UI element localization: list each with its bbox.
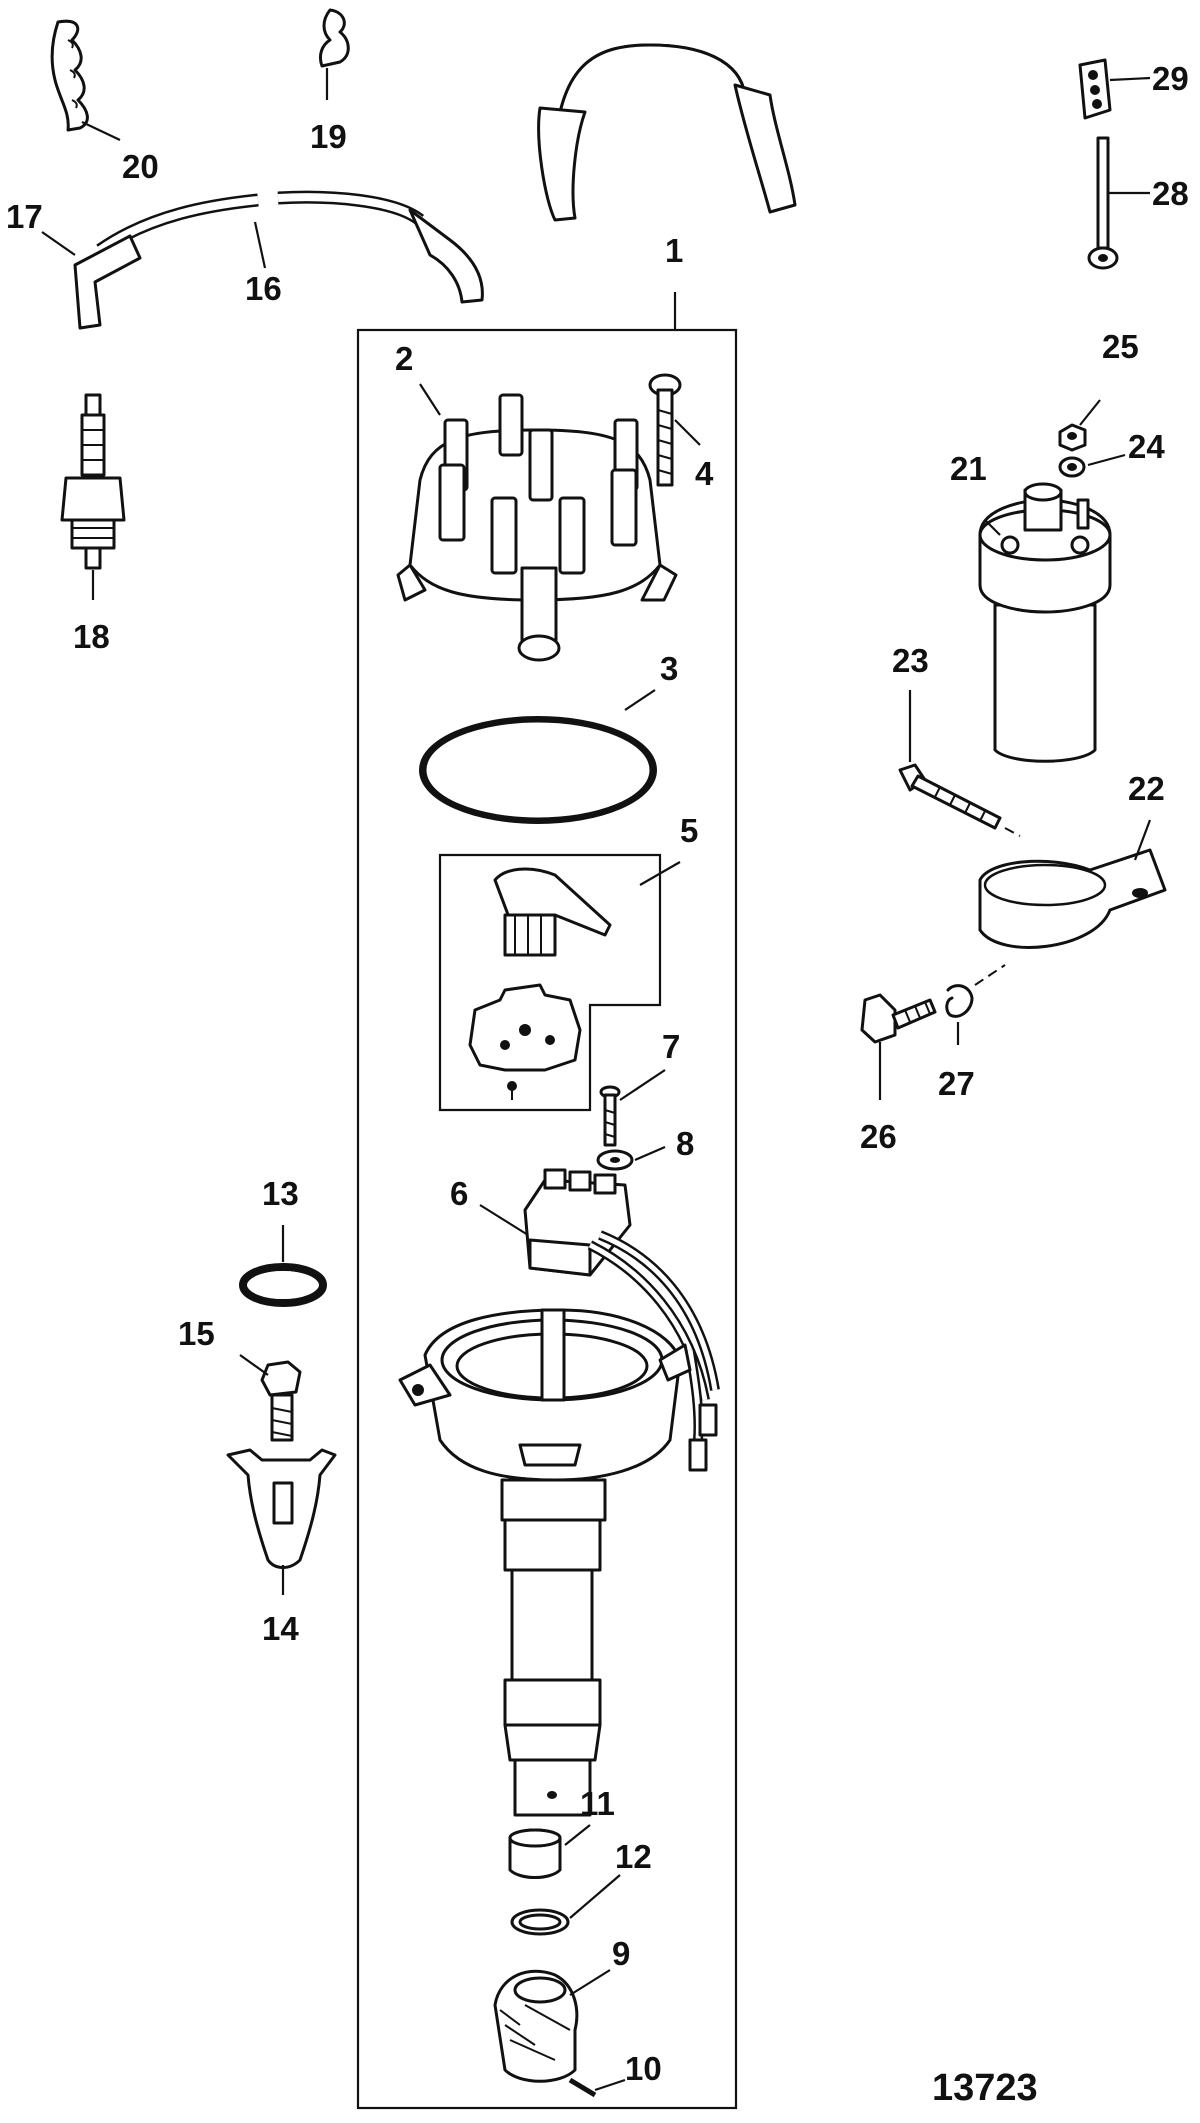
callout-14: 14 [262, 1610, 299, 1647]
callout-1: 1 [665, 232, 683, 269]
clip-29 [1078, 58, 1112, 120]
callout-11: 11 [580, 1785, 615, 1822]
nut-24 [1058, 456, 1086, 478]
lock-washer-27 [945, 984, 974, 1018]
callout-9: 9 [612, 1935, 630, 1972]
callout-28: 28 [1152, 175, 1189, 212]
coil-bracket-22 [978, 848, 1167, 949]
callout-4: 4 [695, 455, 714, 492]
figure-number: 13723 [932, 2067, 1038, 2109]
callout-5: 5 [680, 812, 698, 849]
bushing-11 [508, 1828, 562, 1879]
screw-7 [599, 1085, 621, 1147]
callout-20: 20 [122, 148, 159, 185]
hold-down-clamp-14 [226, 1448, 337, 1569]
clamp-bolt-15 [260, 1360, 302, 1442]
callout-22: 22 [1128, 770, 1165, 807]
spark-plug-wire [73, 190, 484, 330]
ignition-module-6 [523, 1168, 720, 1472]
wire-separator-19 [318, 8, 350, 68]
callout-25: 25 [1102, 328, 1139, 365]
distributor-cap-2 [396, 393, 678, 662]
ignition-coil-21 [978, 482, 1112, 763]
distributor-housing [398, 1308, 692, 1817]
callout-19: 19 [310, 118, 347, 155]
cap-screw-4 [648, 373, 682, 487]
drive-gear-9 [493, 1969, 579, 2083]
callout-26: 26 [860, 1118, 897, 1155]
callout-2: 2 [395, 340, 413, 377]
callout-15: 15 [178, 1315, 215, 1352]
callout-16: 16 [245, 270, 282, 307]
callout-13: 13 [262, 1175, 299, 1212]
callout-23: 23 [892, 642, 929, 679]
kit-frame-5 [438, 853, 662, 1112]
callout-7: 7 [662, 1028, 680, 1065]
wire-separator-20 [50, 19, 89, 132]
bolt-23 [898, 763, 1021, 837]
callout-18: 18 [73, 618, 110, 655]
callout-24: 24 [1128, 428, 1165, 465]
resistor-wire-28 [1087, 136, 1119, 270]
callout-27: 27 [938, 1065, 975, 1102]
callout-17: 17 [6, 198, 43, 235]
rotor-5 [493, 867, 612, 957]
callout-8: 8 [676, 1125, 694, 1162]
washer-13 [239, 1263, 327, 1307]
callout-3: 3 [660, 650, 678, 687]
cap-gasket-3 [419, 716, 657, 824]
nut-25 [1058, 423, 1087, 452]
callout-29: 29 [1152, 60, 1189, 97]
spark-plug-wire-arch [537, 43, 797, 222]
spark-plug-18 [60, 393, 126, 570]
callout-21: 21 [950, 450, 987, 487]
washer-12 [510, 1908, 570, 1936]
callout-10: 10 [625, 2050, 662, 2087]
callout-12: 12 [615, 1838, 652, 1875]
distributor-assembly-frame [356, 328, 738, 2110]
bolt-26 [860, 993, 937, 1044]
roll-pin-10 [568, 2077, 597, 2098]
pole-piece-5 [468, 983, 582, 1100]
callout-6: 6 [450, 1175, 468, 1212]
